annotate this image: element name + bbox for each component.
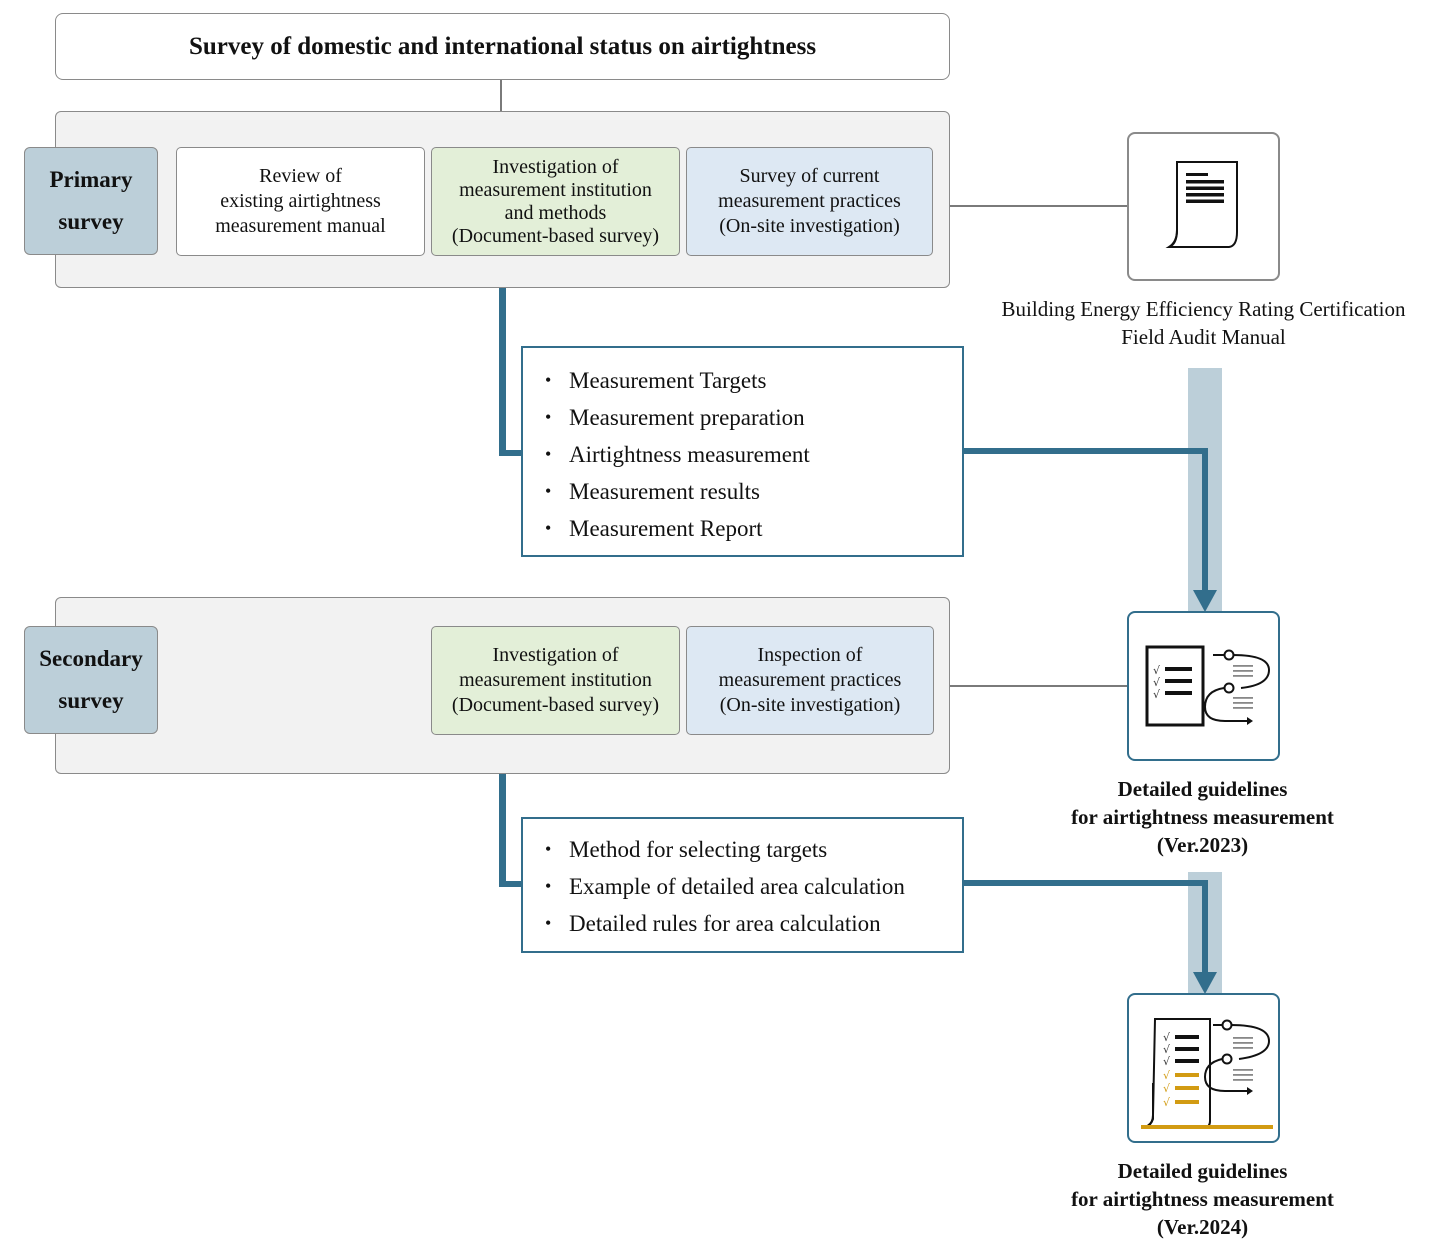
svg-text:√: √ [1163, 1031, 1171, 1044]
checklist-flow-icon: √ √ √ [1145, 645, 1271, 727]
field-audit-manual-box [1127, 132, 1280, 281]
secondary-to-guideline-connector [948, 685, 1128, 687]
secondary-flow-into-list [499, 881, 525, 887]
svg-text:√: √ [1163, 1082, 1171, 1095]
list-item: Method for selecting targets [523, 831, 962, 868]
list-item: Measurement preparation [523, 399, 962, 436]
list-item: Airtightness measurement [523, 436, 962, 473]
svg-text:√: √ [1163, 1043, 1171, 1056]
guidelines-2023-box: √ √ √ [1127, 611, 1280, 761]
secondary-flow-out [962, 880, 1208, 886]
svg-text:√: √ [1163, 1055, 1171, 1068]
svg-text:√: √ [1153, 676, 1161, 689]
primary-flow-into-list [499, 450, 525, 456]
document-icon [1165, 161, 1238, 248]
svg-text:√: √ [1153, 688, 1161, 701]
svg-text:√: √ [1153, 664, 1161, 677]
primary-flow-to-guideline [1202, 448, 1208, 596]
primary-outputs-list: Measurement Targets Measurement preparat… [521, 346, 964, 557]
list-item: Example of detailed area calculation [523, 868, 962, 905]
guidelines-2023-caption: Detailed guidelines for airtightness mea… [1071, 777, 1334, 857]
secondary-outputs-list: Method for selecting targets Example of … [521, 817, 964, 953]
title-to-primary-connector [500, 80, 502, 112]
secondary-flow-to-guideline [1202, 880, 1208, 976]
diagram-title: Survey of domestic and international sta… [55, 13, 950, 80]
svg-text:√: √ [1163, 1096, 1171, 1109]
primary-to-manual-connector [948, 205, 1128, 207]
guidelines-2024-caption: Detailed guidelines for airtightness mea… [1071, 1159, 1334, 1239]
arrow-down-icon [1193, 590, 1217, 612]
primary-flow-out [962, 448, 1208, 454]
list-item: Measurement results [523, 473, 962, 510]
field-audit-manual-caption: Building Energy Efficiency Rating Certif… [1001, 297, 1406, 349]
svg-text:√: √ [1163, 1069, 1171, 1082]
secondary-flow-down [499, 773, 506, 887]
list-item: Detailed rules for area calculation [523, 905, 962, 942]
list-item: Measurement Report [523, 510, 962, 547]
list-item: Measurement Targets [523, 362, 962, 399]
arrow-down-icon [1193, 972, 1217, 994]
guidelines-2024-box: √ √ √ √ √ √ [1127, 993, 1280, 1143]
checklist-flow-updated-icon: √ √ √ √ √ √ [1141, 1018, 1273, 1129]
primary-flow-down [499, 288, 506, 456]
